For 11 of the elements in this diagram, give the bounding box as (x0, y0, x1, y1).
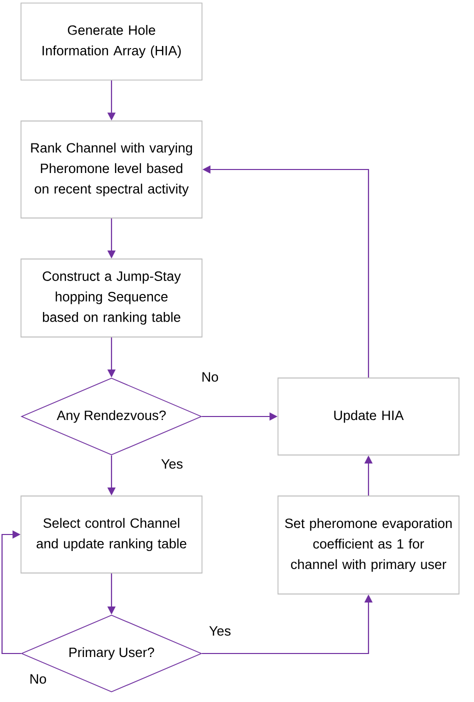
process-box: Rank Channel with varying Pheromone level based on recent spectral activity (20, 120, 202, 218)
edge-label: Yes (160, 458, 184, 470)
process-box: Select control Channel and update ranking table (20, 496, 202, 574)
process-box: Generate Hole Information Array (HIA) (20, 2, 202, 80)
edge-label: No (28, 673, 48, 685)
edge-label: No (200, 371, 220, 383)
process-box: Update HIA (278, 378, 460, 456)
edge-label: Yes (208, 625, 232, 637)
arrow (2, 530, 22, 654)
process-box: Set pheromone evaporation coefficient as 1 for channel with primary user (278, 496, 460, 594)
process-box: Construct a Jump-Stay hopping Sequence based on ranking table (20, 258, 202, 338)
